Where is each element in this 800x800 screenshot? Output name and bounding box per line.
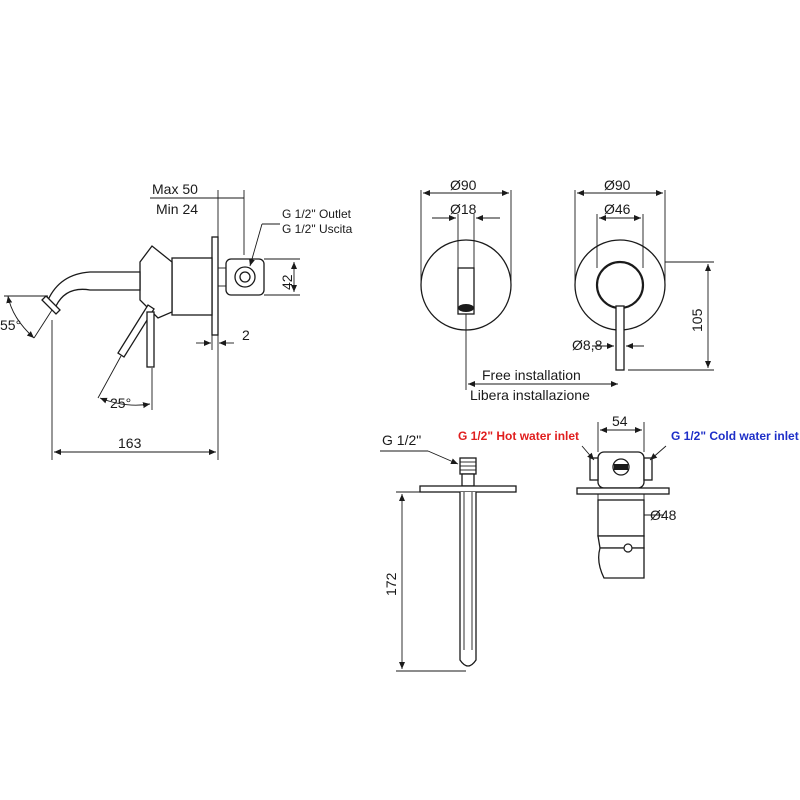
mixer-body <box>171 257 213 316</box>
libera-installazione-label: Libera installazione <box>470 387 590 403</box>
dia-48-body: Ø48 <box>650 507 677 523</box>
spout-thread-label: G 1/2" <box>382 432 421 448</box>
mixer-body-circle <box>595 260 645 310</box>
dim-height-105: 105 <box>689 308 705 332</box>
cold-inlet-label: G 1/2" Cold water inlet <box>671 429 799 443</box>
front-view-mixer: Ø90 Ø46 105 Ø8,8 <box>572 177 714 371</box>
outlet-label-it: G 1/2" Uscita <box>282 222 353 236</box>
lever-handle <box>117 304 155 358</box>
wall-plate <box>211 236 219 336</box>
body-cylinder <box>597 499 645 537</box>
spout <box>47 271 141 307</box>
free-installation-label: Free installation <box>482 367 581 383</box>
min-depth-label: Min 24 <box>156 201 198 217</box>
dia-46-mixer: Ø46 <box>604 201 631 217</box>
cold-inlet-stub <box>643 457 653 481</box>
dia-18-spout: Ø18 <box>450 201 477 217</box>
dim-width-54: 54 <box>612 413 628 429</box>
body-lever-cap <box>598 547 645 579</box>
dim-height-42: 42 <box>279 274 295 290</box>
front-view-spout: Ø90 Ø18 <box>420 177 512 331</box>
angle-25: 25° <box>110 395 131 411</box>
side-view: Max 50 Min 24 G 1/2" Outlet G 1/2" Uscit… <box>0 181 353 460</box>
outlet-label-en: G 1/2" Outlet <box>282 207 352 221</box>
dia-90-spout: Ø90 <box>450 177 477 193</box>
body-section: 54 Ø48 G 1/2" Hot water inlet G 1/2" Col… <box>458 413 799 579</box>
outlet-fitting <box>218 258 265 296</box>
dim-plate-2: 2 <box>242 327 250 343</box>
installation-dimension: Free installation Libera installazione <box>465 314 618 403</box>
spout-pipe <box>459 492 477 667</box>
angle-55: 55° <box>0 317 21 333</box>
dia-90-mixer: Ø90 <box>604 177 631 193</box>
body-plate-section <box>576 487 670 495</box>
hot-inlet-stub <box>589 457 599 481</box>
spout-section: G 1/2" 172 <box>380 432 517 672</box>
spout-plate-section <box>419 485 517 493</box>
dim-length-172: 172 <box>383 572 399 596</box>
mixer-lever-front <box>615 305 625 371</box>
dia-8-8-lever: Ø8,8 <box>572 337 603 353</box>
max-depth-label: Max 50 <box>152 181 198 197</box>
dim-length-163: 163 <box>118 435 142 451</box>
hot-inlet-label: G 1/2" Hot water inlet <box>458 429 579 443</box>
lever-head <box>139 245 173 319</box>
